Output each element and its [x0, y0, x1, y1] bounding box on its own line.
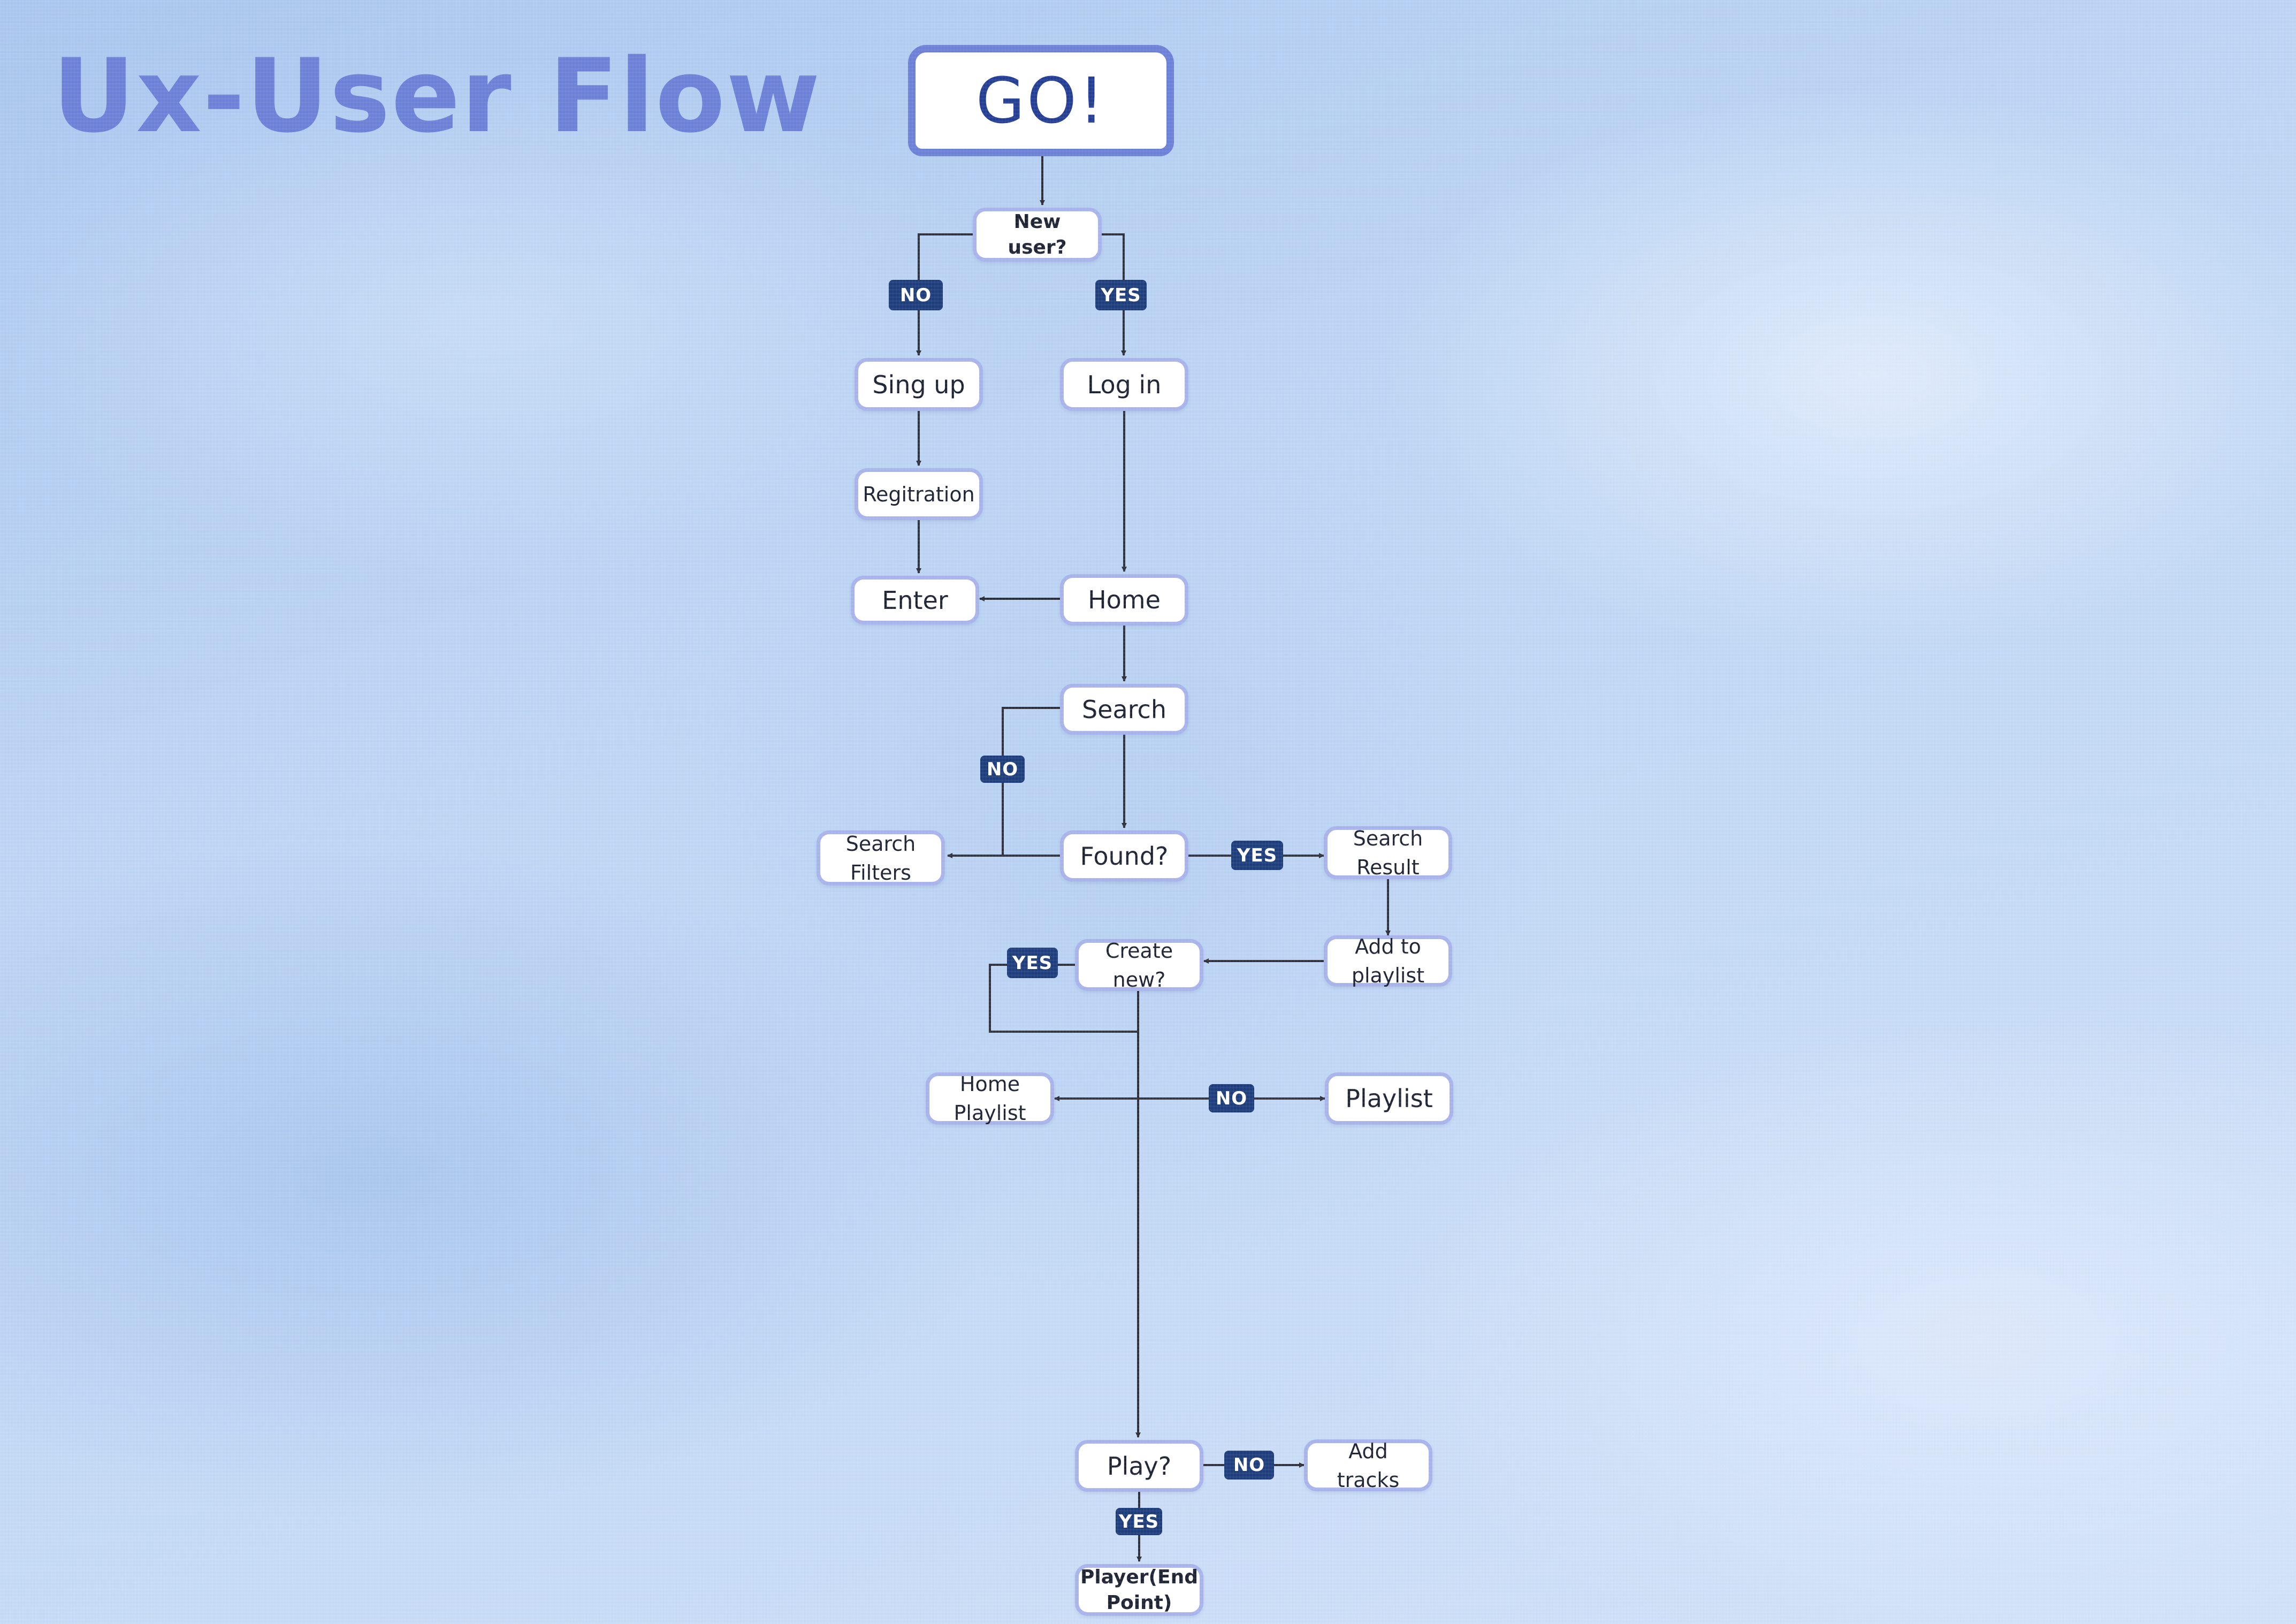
tag-found-yes: YES [1231, 841, 1283, 870]
page-title: Ux-User Flow [52, 37, 821, 155]
node-search-result: Search Result [1324, 826, 1452, 879]
tag-new-user-yes: YES [1095, 280, 1147, 310]
node-sign-up: Sing up [855, 358, 983, 411]
node-registration: Regitration [855, 468, 983, 520]
start-node: GO! [908, 45, 1174, 156]
node-new-user: New user? [973, 208, 1102, 262]
tag-found-no: NO [980, 756, 1025, 783]
edge-new-user-to-log-in [1102, 233, 1126, 356]
node-search-filters: Search Filters [817, 830, 945, 886]
edge-new-user-to-sign-up [916, 233, 973, 356]
tag-create-new-no: NO [1209, 1084, 1254, 1112]
node-log-in: Log in [1060, 358, 1188, 411]
node-player-end-point: Player(End Point) [1075, 1564, 1203, 1616]
node-create-new: Create new? [1075, 939, 1203, 992]
node-play: Play? [1075, 1440, 1203, 1492]
node-playlist: Playlist [1325, 1072, 1453, 1125]
edge-search-no-branch [1002, 707, 1060, 856]
tag-new-user-no: NO [889, 280, 943, 310]
node-home: Home [1060, 574, 1188, 626]
tag-play-no: NO [1224, 1451, 1274, 1480]
node-found: Found? [1060, 830, 1188, 882]
node-add-tracks: Add tracks [1304, 1439, 1432, 1492]
node-home-playlist: Home Playlist [926, 1072, 1054, 1125]
node-search: Search [1060, 684, 1188, 735]
node-enter: Enter [851, 576, 979, 624]
tag-play-yes: YES [1116, 1508, 1162, 1535]
tag-create-new-yes: YES [1007, 948, 1058, 978]
node-add-to-playlist: Add to playlist [1324, 935, 1452, 987]
